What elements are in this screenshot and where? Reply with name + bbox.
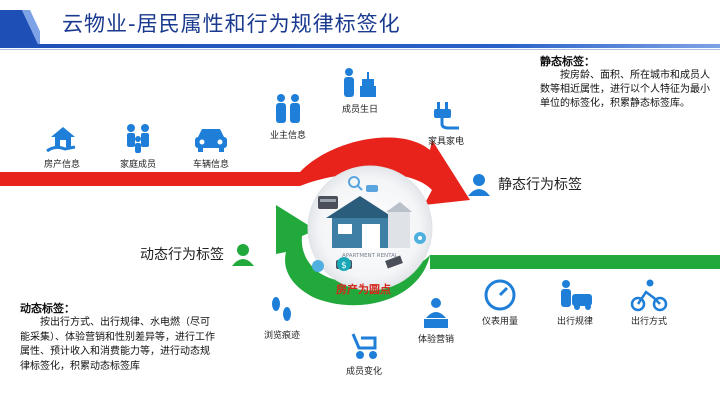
static-description-title: 静态标签： (540, 55, 595, 68)
coin-icon (312, 260, 324, 272)
dynamic-item-marketing: 体验营销 (418, 296, 454, 345)
static-item-family: 家庭成员 (120, 121, 156, 170)
gauge-icon (484, 279, 516, 311)
support-agent-icon (232, 244, 254, 266)
dynamic-item-meter: 仪表用量 (482, 278, 518, 327)
page-title: 云物业-居民属性和行为规律标签化 (62, 12, 401, 36)
house-hand-icon (46, 127, 76, 153)
item-label: 仪表用量 (482, 317, 519, 327)
item-label: 成员变化 (346, 367, 383, 377)
center-caption: 房产为圆点 (336, 283, 391, 296)
support-agent-icon (468, 174, 490, 196)
center-badge: APARTMENT RENTAL (342, 253, 399, 259)
header-divider-thin (0, 49, 720, 50)
family-icon (127, 124, 149, 153)
car-icon (366, 185, 378, 192)
dynamic-item-member-change: 成员变化 (346, 328, 382, 377)
presenter-icon (424, 298, 448, 328)
item-label: 车辆信息 (192, 160, 229, 170)
dynamic-band (430, 255, 720, 269)
svg-text:$: $ (341, 261, 347, 271)
dollar-icon (337, 257, 351, 271)
static-item-birthday: 成员生日 (340, 66, 380, 115)
owner-icon (276, 94, 300, 123)
plug-icon (434, 102, 459, 130)
dynamic-item-browsing: 浏览痕迹 (264, 292, 300, 341)
dynamic-item-mode: 出行方式 (630, 278, 668, 327)
item-label: 业主信息 (270, 131, 307, 141)
static-description: 静态标签： 按房龄、面积、所在城市和成员人数等相近属性，进行以个人特征为最小单位… (540, 55, 716, 111)
car-front-icon (195, 129, 227, 152)
static-tag-label: 静态行为标签 (498, 177, 582, 193)
static-item-owner: 业主信息 (270, 92, 306, 141)
cyclist-icon (630, 279, 668, 312)
item-label: 出行方式 (630, 317, 667, 327)
card-icon (318, 196, 338, 209)
item-label: 家具家电 (428, 137, 465, 147)
dynamic-description-title: 动态标签： (20, 302, 75, 315)
static-item-vehicle: 车辆信息 (192, 121, 230, 170)
search-icon (348, 176, 360, 188)
static-tag: 静态行为标签 (466, 172, 582, 196)
item-label: 出行规律 (556, 317, 593, 327)
item-label: 体验营销 (418, 335, 455, 345)
driver-car-icon (561, 280, 592, 310)
item-label: 房产信息 (44, 160, 81, 170)
stroller-icon (351, 333, 377, 359)
static-band (0, 172, 300, 186)
dynamic-description: 动态标签： 按出行方式、出行规律、水电燃（尽可能采集）、体验营销和性别差异等，进… (20, 302, 216, 374)
item-label: 家庭成员 (120, 160, 157, 170)
static-item-appliance: 家具家电 (428, 98, 464, 147)
item-label: 浏览痕迹 (264, 331, 301, 341)
dynamic-tag: 动态行为标签 (140, 242, 256, 266)
dynamic-item-pattern: 出行规律 (556, 278, 594, 327)
dynamic-tag-label: 动态行为标签 (140, 247, 224, 263)
camera-icon (385, 255, 403, 269)
header-accent-icon (0, 10, 40, 44)
house-icon (326, 196, 412, 248)
static-item-property: 房产信息 (44, 121, 80, 170)
static-description-body: 按房龄、面积、所在城市和成员人数等相近属性，进行以个人特征为最小单位的标签化，积… (540, 70, 710, 109)
footprints-icon (272, 297, 291, 321)
header-divider (0, 44, 720, 48)
dynamic-description-body: 按出行方式、出行规律、水电燃（尽可能采集）、体验营销和性别差异等，进行工作属性、… (20, 317, 215, 372)
birthday-cake-icon (344, 68, 376, 97)
item-label: 成员生日 (341, 105, 378, 115)
